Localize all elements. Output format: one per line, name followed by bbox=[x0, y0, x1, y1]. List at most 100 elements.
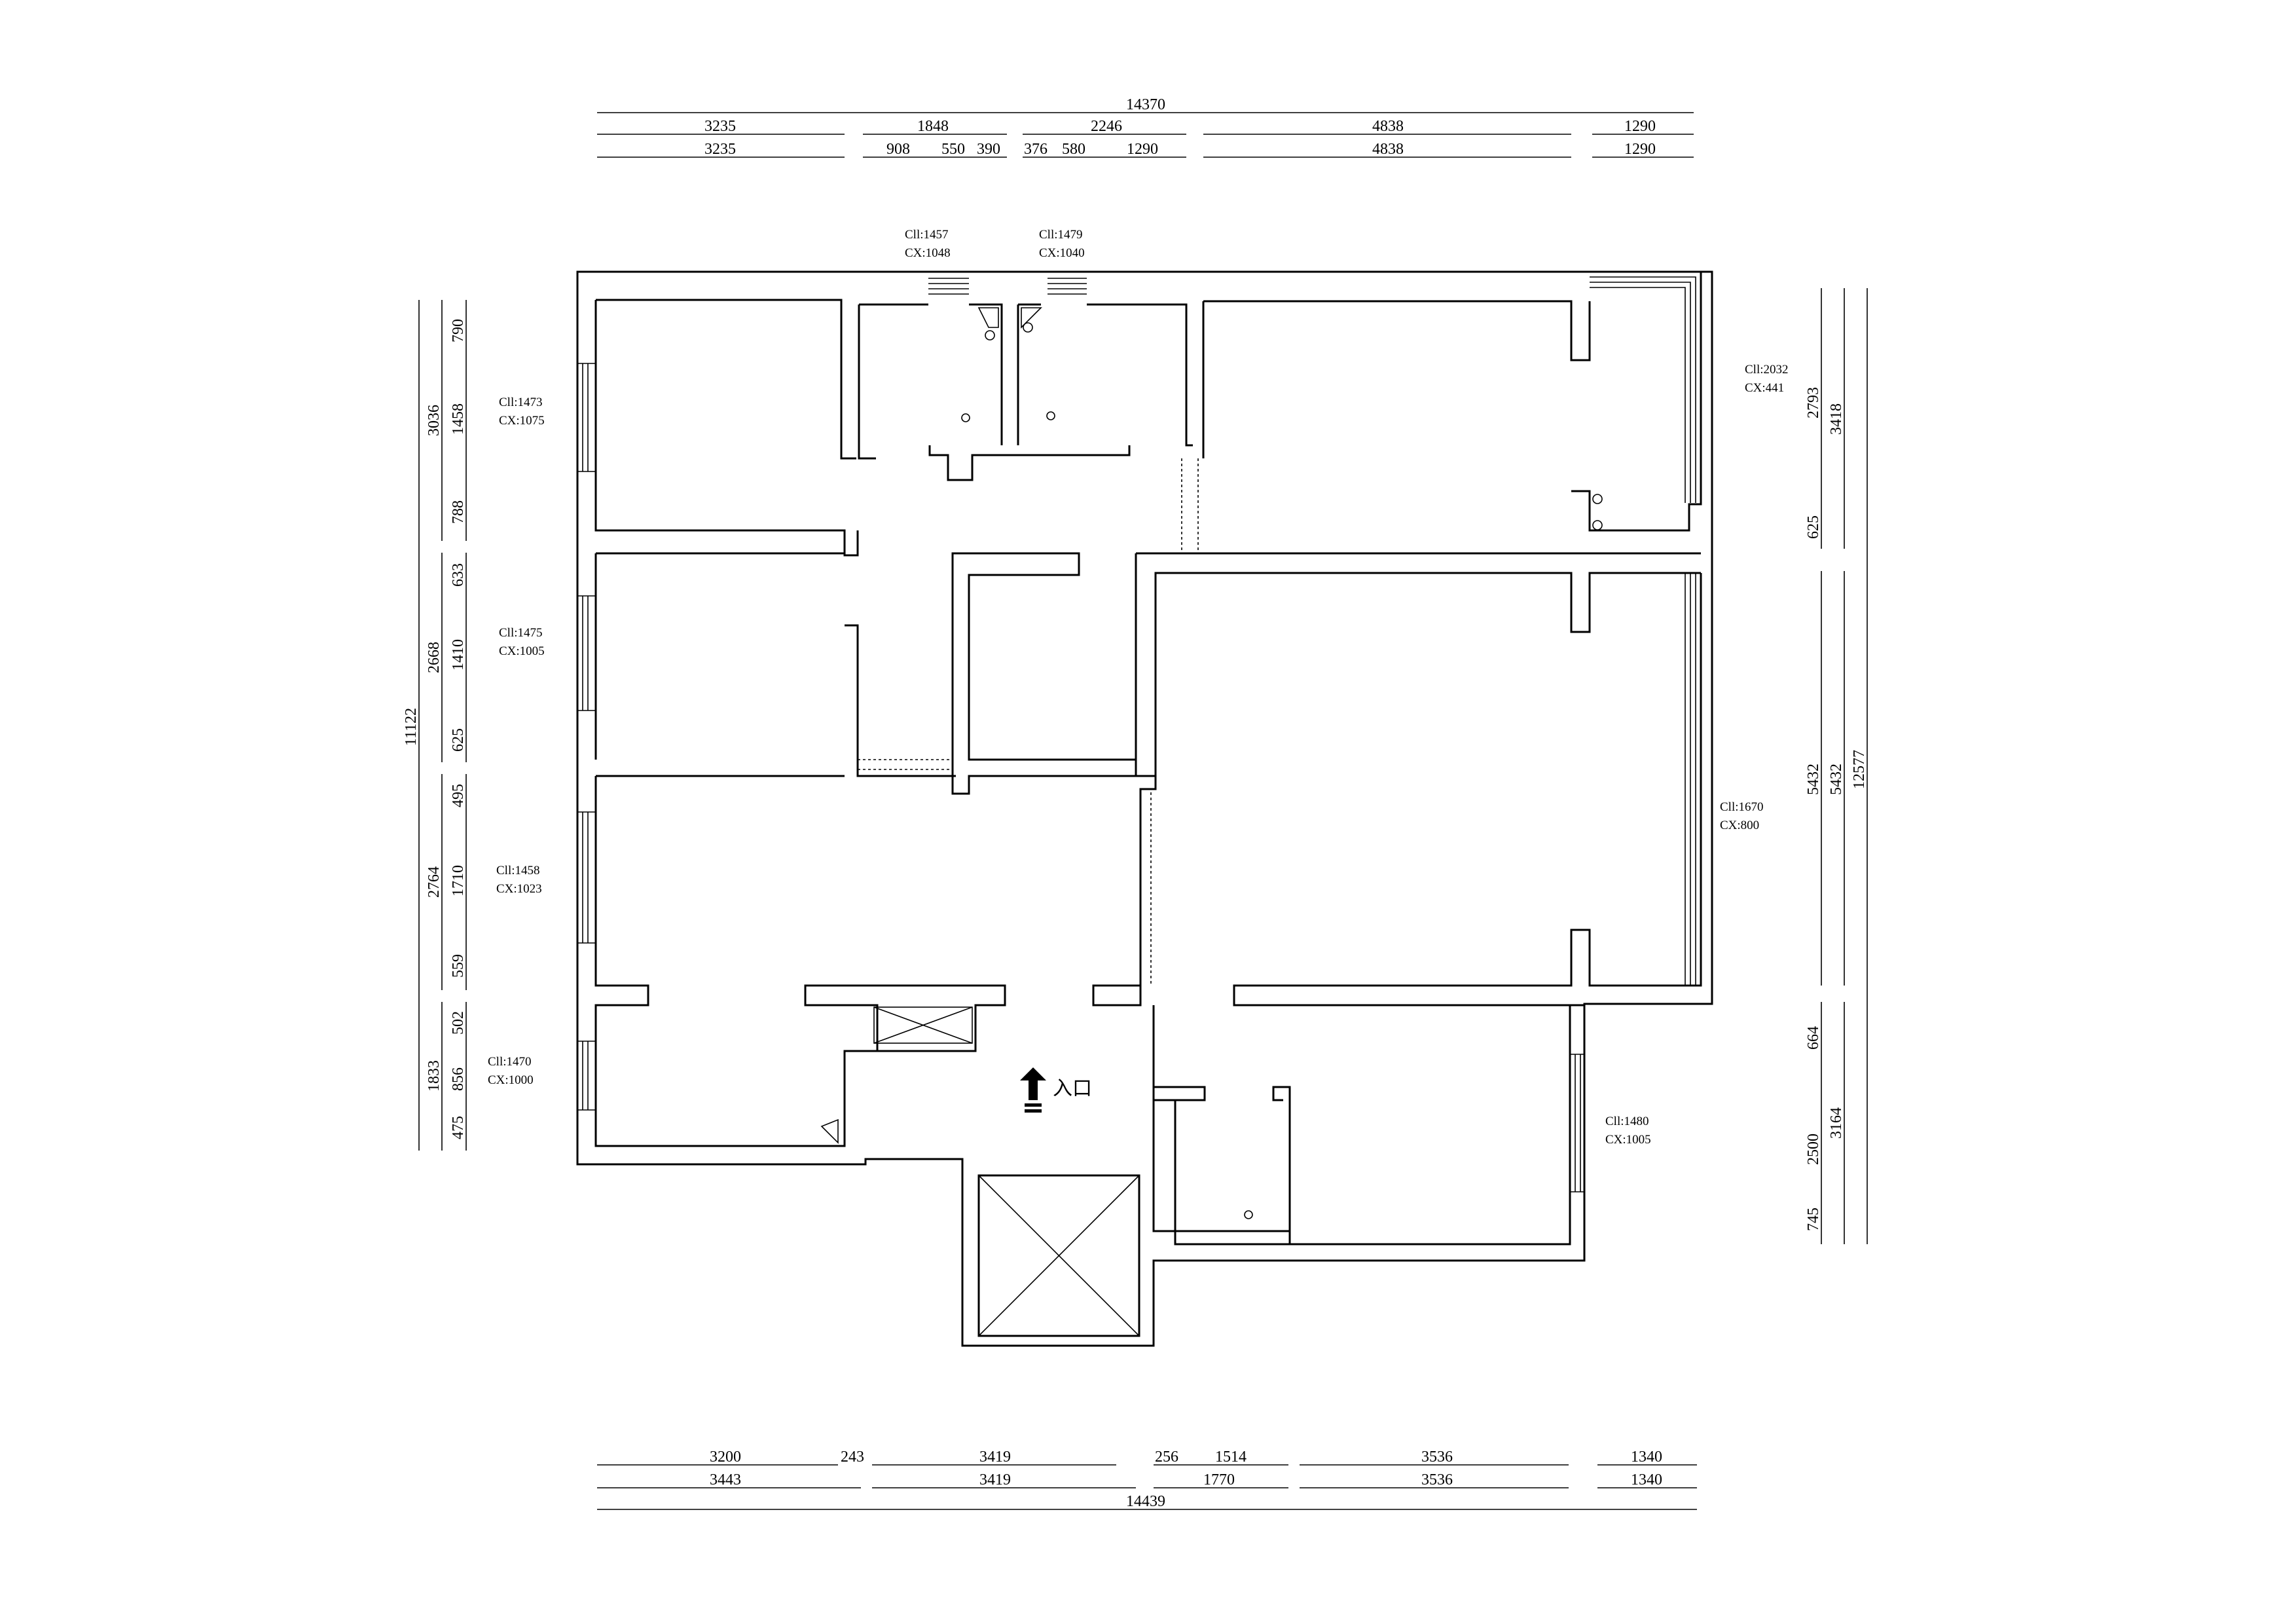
top-row2-dim: 1290 bbox=[1127, 141, 1158, 158]
right-inner-dim: 745 bbox=[1805, 1208, 1822, 1231]
left-inner-dim: 788 bbox=[450, 500, 467, 524]
bedroom-walls bbox=[845, 624, 956, 777]
top-row1-dim: 4838 bbox=[1372, 118, 1404, 135]
window-label-width: CX:1023 bbox=[496, 882, 542, 896]
bathroom-walls bbox=[859, 303, 1003, 445]
bottom-row1-dim: 1514 bbox=[1215, 1449, 1247, 1466]
top-row2-dim: 1290 bbox=[1624, 141, 1656, 158]
left-inner-dim: 502 bbox=[450, 1011, 467, 1035]
top-row2-dim: 390 bbox=[977, 141, 1000, 158]
window-label-height: Cll:1480 bbox=[1605, 1115, 1649, 1128]
right-mid-dim: 5432 bbox=[1828, 764, 1845, 795]
window-label-width: CX:1048 bbox=[905, 246, 951, 260]
right-mid-dim: 3418 bbox=[1828, 403, 1845, 435]
living-walls bbox=[594, 776, 1006, 1147]
left-inner-dim: 1710 bbox=[450, 865, 467, 896]
window bbox=[928, 278, 969, 295]
window-label-height: Cll:1479 bbox=[1039, 228, 1083, 242]
left-inner-dim: 856 bbox=[450, 1067, 467, 1091]
bathroom-walls bbox=[858, 304, 876, 460]
bottom-row2-dim: 3536 bbox=[1421, 1471, 1453, 1488]
pipe-corner-icon bbox=[820, 1118, 839, 1144]
window-label-width: CX:441 bbox=[1745, 381, 1784, 395]
drain-icon bbox=[1023, 322, 1033, 333]
bedroom-walls bbox=[1203, 300, 1591, 361]
right-inner-dim: 2793 bbox=[1805, 387, 1822, 418]
pipe-corner-icon bbox=[977, 307, 999, 328]
left-outer-dim: 2764 bbox=[426, 866, 443, 898]
drain-icon bbox=[1592, 520, 1603, 530]
bathroom-walls bbox=[1018, 303, 1193, 447]
bottom-dimensions: 3200 243 3419 256 1514 3536 1340 3443 34… bbox=[597, 1449, 1697, 1510]
bathroom-walls bbox=[928, 445, 1131, 481]
living-walls bbox=[1092, 984, 1142, 1006]
top-row2-dim: 376 bbox=[1024, 141, 1048, 158]
entrance-label: 入口 bbox=[1053, 1077, 1092, 1100]
left-inner-dim: 633 bbox=[450, 563, 467, 587]
drain-icon bbox=[1046, 411, 1055, 420]
living-walls bbox=[1233, 573, 1702, 1006]
left-dimensions: 11122 3036 2668 2764 1833 790 1458 788 6… bbox=[403, 300, 467, 1151]
window-label-height: Cll:1670 bbox=[1720, 800, 1764, 814]
entrance-arrow-icon bbox=[1020, 1067, 1046, 1113]
bedroom-walls bbox=[1154, 1086, 1206, 1101]
bottom-total-dim: 14439 bbox=[1126, 1493, 1165, 1510]
top-row2-dim: 580 bbox=[1062, 141, 1085, 158]
bedroom-walls bbox=[1288, 1005, 1571, 1246]
top-row1-dim: 3235 bbox=[704, 118, 736, 135]
window bbox=[577, 811, 596, 944]
exterior-wall bbox=[576, 270, 1713, 1347]
top-row2-dim: 908 bbox=[886, 141, 910, 158]
bottom-row2-dim: 1770 bbox=[1203, 1471, 1235, 1488]
left-inner-dim: 1458 bbox=[450, 403, 467, 435]
left-total-dim: 11122 bbox=[403, 708, 420, 746]
window-label-width: CX:1075 bbox=[499, 414, 545, 428]
window-label-height: Cll:1475 bbox=[499, 626, 543, 640]
window-label-width: CX:1000 bbox=[488, 1073, 534, 1087]
window-label-height: Cll:1457 bbox=[905, 228, 949, 242]
window bbox=[577, 363, 596, 472]
right-inner-dim: 5432 bbox=[1805, 764, 1822, 795]
bottom-row2-dim: 1340 bbox=[1631, 1471, 1662, 1488]
elevator-shaft bbox=[977, 1174, 1140, 1337]
bedroom-walls bbox=[594, 300, 859, 557]
top-dimensions: 14370 3235 1848 2246 4838 1290 3235 908 … bbox=[597, 96, 1694, 158]
windows bbox=[577, 276, 1696, 1192]
bottom-row2-dim: 3443 bbox=[710, 1471, 741, 1488]
left-outer-dim: 3036 bbox=[426, 405, 443, 436]
left-inner-dim: 1410 bbox=[450, 639, 467, 671]
window-label-width: CX:1040 bbox=[1039, 246, 1085, 260]
bedroom-walls bbox=[1174, 1231, 1290, 1246]
bottom-row1-dim: 3200 bbox=[710, 1449, 741, 1466]
storage-walls bbox=[951, 552, 1137, 795]
fixtures: 入口 bbox=[820, 307, 1603, 1337]
bottom-row1-dim: 256 bbox=[1155, 1449, 1178, 1466]
window bbox=[577, 595, 596, 711]
drain-icon bbox=[961, 413, 970, 422]
living-walls bbox=[1139, 573, 1157, 986]
drain-icon bbox=[985, 330, 995, 341]
window-label-height: Cll:2032 bbox=[1745, 363, 1789, 377]
bottom-row1-dim: 1340 bbox=[1631, 1449, 1662, 1466]
bottom-row1-dim: 3536 bbox=[1421, 1449, 1453, 1466]
top-total-dim: 14370 bbox=[1126, 96, 1165, 113]
top-row1-dim: 1290 bbox=[1624, 118, 1656, 135]
left-inner-dim: 790 bbox=[450, 319, 467, 342]
left-outer-dim: 2668 bbox=[426, 642, 443, 673]
window-label-width: CX:1005 bbox=[1605, 1133, 1651, 1147]
left-inner-dim: 475 bbox=[450, 1116, 467, 1139]
shaft-box bbox=[873, 1006, 973, 1044]
left-inner-dim: 625 bbox=[450, 728, 467, 752]
window bbox=[577, 1041, 596, 1111]
corridor-walls bbox=[1135, 553, 1701, 777]
bottom-row1-dim: 243 bbox=[841, 1449, 864, 1466]
drain-icon bbox=[1592, 494, 1603, 504]
window-label-height: Cll:1473 bbox=[499, 396, 543, 409]
left-inner-dim: 495 bbox=[450, 784, 467, 807]
top-row1-dim: 2246 bbox=[1091, 118, 1122, 135]
bedroom-walls bbox=[1152, 1005, 1291, 1232]
window-label-height: Cll:1458 bbox=[496, 864, 540, 877]
right-dimensions: 2793 625 5432 664 2500 745 3418 5432 316… bbox=[1805, 288, 1868, 1244]
drain-icon bbox=[1244, 1210, 1253, 1219]
